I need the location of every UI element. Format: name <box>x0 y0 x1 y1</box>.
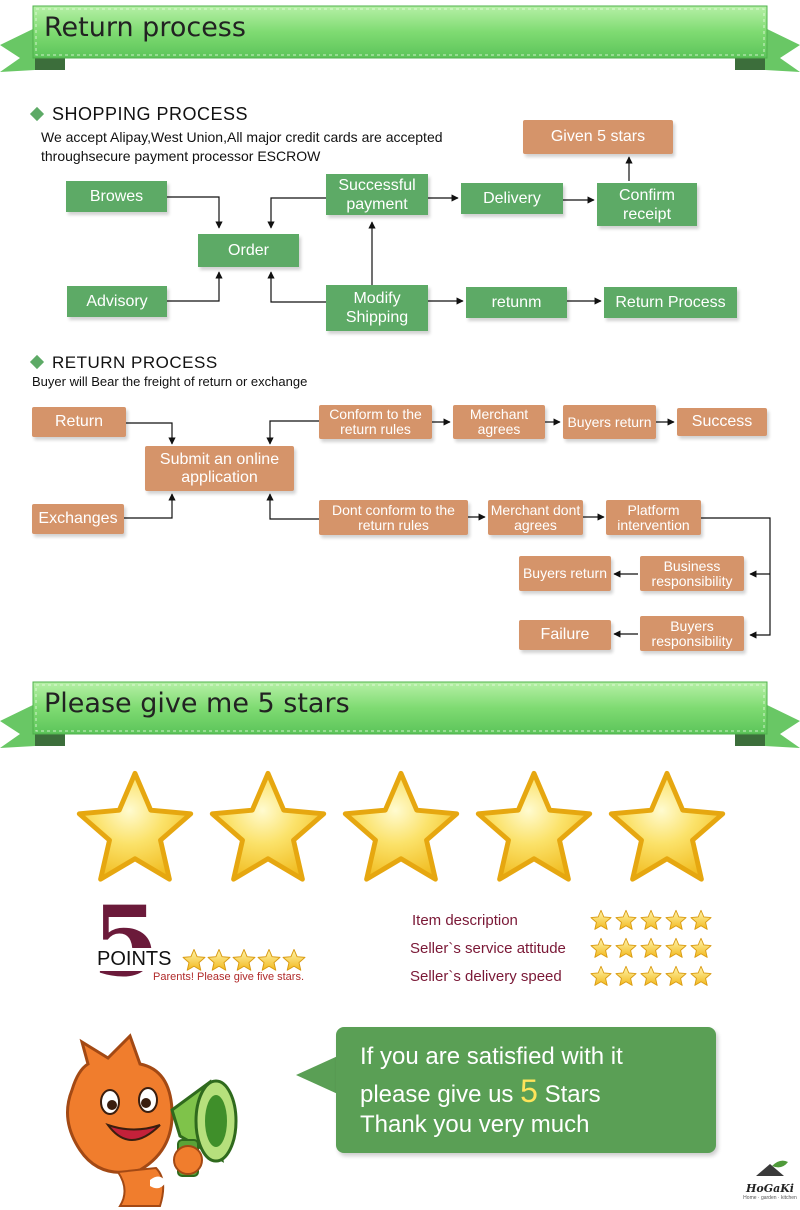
rating-star-icon <box>665 965 687 986</box>
flow-node-merchant-agrees: Merchant agrees <box>453 405 545 439</box>
speech-bubble: If you are satisfied with it please give… <box>336 1027 716 1153</box>
rating-label: Seller`s delivery speed <box>410 968 562 985</box>
flow-node-modify-shipping: Modify Shipping <box>326 285 428 331</box>
return-process-banner: Return process <box>0 0 800 80</box>
points-word: POINTS <box>95 948 174 971</box>
rating-star-icon <box>665 909 687 930</box>
rating-star-icon <box>615 937 637 958</box>
flow-node-delivery: Delivery <box>461 183 563 214</box>
rating-star-icon <box>690 965 712 986</box>
rating-star-icon <box>615 965 637 986</box>
flow-node-failure: Failure <box>519 620 611 650</box>
stars-banner: Please give me 5 stars <box>0 676 800 756</box>
flow-node-buyers-return-bottom: Buyers return <box>519 556 611 591</box>
flow-node-success: Success <box>677 408 767 436</box>
banner-title: Return process <box>44 12 246 43</box>
flow-node-advisory: Advisory <box>67 286 167 317</box>
flow-node-buyers-return-top: Buyers return <box>563 405 656 439</box>
rating-star-icon <box>590 965 612 986</box>
flow-node-buyers-responsibility: Buyers responsibility <box>640 616 744 651</box>
hogaki-logo: HoGaKi Home · garden · kitchen <box>740 1158 800 1204</box>
rating-star-icon <box>615 909 637 930</box>
points-caption: Parents! Please give five stars. <box>153 971 305 983</box>
small-star-icon <box>207 948 231 971</box>
house-leaf-icon <box>756 1160 788 1176</box>
banner-title: Please give me 5 stars <box>44 688 350 719</box>
logo-name: HoGaKi <box>746 1182 794 1195</box>
small-star-icon <box>182 948 206 971</box>
small-star-icon <box>257 948 281 971</box>
rating-star-icon <box>640 937 662 958</box>
big-star-icon <box>342 770 460 882</box>
big-star-icon <box>76 770 194 882</box>
speech-line-2: please give us 5 Stars <box>360 1073 601 1109</box>
rating-stars <box>590 965 715 992</box>
rating-star-icon <box>590 909 612 930</box>
flow-node-confirm-receipt: Confirm receipt <box>597 183 697 226</box>
rating-star-icon <box>640 965 662 986</box>
rating-label: Item description <box>412 912 518 929</box>
big-star-icon <box>209 770 327 882</box>
flow-node-platform-intervention: Platform intervention <box>606 500 701 535</box>
return-note: Buyer will Bear the freight of return or… <box>32 374 308 389</box>
small-star-icon <box>232 948 256 971</box>
flow-node-return-process: Return Process <box>604 287 737 318</box>
logo-tagline: Home · garden · kitchen <box>743 1195 797 1201</box>
flow-node-successful-payment: Successful payment <box>326 174 428 215</box>
rating-stars <box>590 937 715 964</box>
flow-node-dont-conform-rules: Dont conform to the return rules <box>319 500 468 535</box>
flow-node-retunm: retunm <box>466 287 567 318</box>
big-star-icon <box>608 770 726 882</box>
flow-node-conform-rules: Conform to the return rules <box>319 405 432 439</box>
speech-line-1: If you are satisfied with it <box>360 1043 623 1070</box>
small-star-icon <box>282 948 306 971</box>
rating-star-icon <box>665 937 687 958</box>
flow-node-business-responsibility: Business responsibility <box>640 556 744 591</box>
flow-node-merchant-dont-agrees: Merchant dont agrees <box>488 500 583 535</box>
flow-node-order: Order <box>198 234 299 267</box>
return-process-heading: RETURN PROCESS <box>29 353 218 373</box>
shopping-note: We accept Alipay,West Union,All major cr… <box>41 129 443 164</box>
big-star-icon <box>475 770 593 882</box>
flow-node-given-5-stars: Given 5 stars <box>523 120 673 154</box>
speech-tail-icon <box>296 1055 340 1095</box>
flow-node-return: Return <box>32 407 126 437</box>
flow-node-exchanges: Exchanges <box>32 504 124 534</box>
mascot-megaphone-icon <box>66 1033 238 1207</box>
rating-star-icon <box>640 909 662 930</box>
diamond-icon <box>29 354 45 370</box>
flow-node-browes: Browes <box>66 181 167 212</box>
points-number: 5 <box>92 885 159 998</box>
rating-stars <box>590 909 715 936</box>
rating-star-icon <box>690 909 712 930</box>
shopping-process-heading: SHOPPING PROCESS <box>29 104 248 125</box>
points-stars <box>182 948 307 972</box>
rating-label: Seller`s service attitude <box>410 940 566 957</box>
rating-star-icon <box>690 937 712 958</box>
flow-node-submit-application: Submit an online application <box>145 446 294 491</box>
rating-star-icon <box>590 937 612 958</box>
speech-line-3: Thank you very much <box>360 1111 590 1138</box>
